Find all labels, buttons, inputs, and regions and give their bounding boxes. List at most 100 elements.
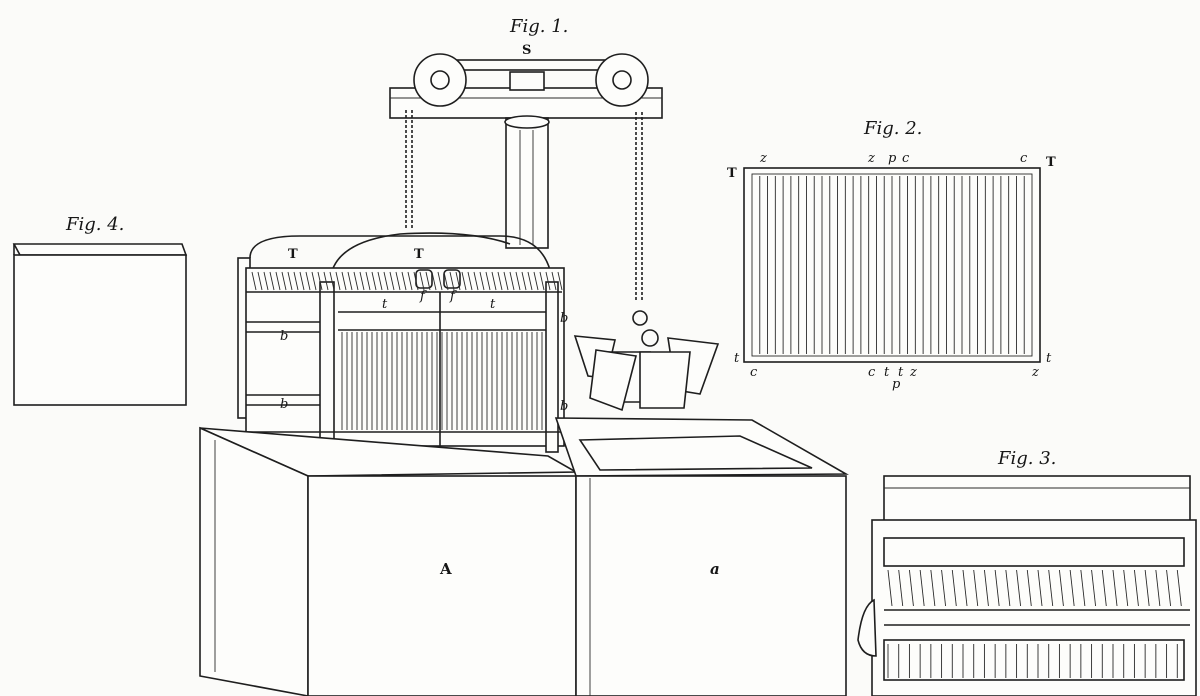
cell-top-hatch-line: [455, 271, 461, 291]
cell-top-hatch-line: [335, 271, 341, 291]
fig3-cell-line: [1176, 569, 1182, 607]
cell-top-hatch-line: [467, 271, 473, 291]
cell-top-hatch-line: [401, 271, 407, 291]
cell-top-hatch-line: [557, 271, 563, 291]
label-b-lower-right: b: [560, 399, 569, 414]
cell-top-hatch-line: [365, 271, 371, 291]
cell-top-hatch-line: [515, 271, 521, 291]
pulley-frame: [389, 53, 663, 249]
cell-top-hatch-line: [389, 271, 395, 291]
fig2-label-z-bottom-right: z: [1032, 365, 1039, 380]
cell-top-hatch-line: [395, 271, 401, 291]
cell-top-hatch-line: [425, 271, 431, 291]
cell-top-hatch-line: [275, 271, 281, 291]
cell-top-hatch-line: [305, 271, 311, 291]
cell-top-hatch-line: [371, 271, 377, 291]
counterweights: [573, 310, 720, 412]
fig3-cell-line: [1144, 569, 1150, 607]
cell-plates: [341, 332, 543, 430]
fig3-cell-line: [1123, 569, 1129, 607]
fig3-cell-line: [1016, 569, 1022, 607]
cell-top-hatch-line: [293, 271, 299, 291]
label-T-left: T: [288, 247, 298, 262]
label-f-left: f: [420, 289, 425, 304]
fig2-label-t-right: t: [1046, 351, 1052, 366]
fig3-cell-line: [1005, 569, 1011, 607]
cell-top-hatch-line: [347, 271, 353, 291]
cell-top-hatch-line: [263, 271, 269, 291]
cell-top-hatch-line: [359, 271, 365, 291]
label-a: a: [710, 560, 720, 578]
fig2-label-c-bottom-mid: c: [868, 365, 876, 380]
cell-top-hatch-line: [479, 271, 485, 291]
cell-top-hatch-line: [545, 271, 551, 291]
fig2-label-t-bottom-mid2: t: [898, 365, 904, 380]
fig3-cell-line: [1080, 569, 1086, 607]
cell-top-hatch-line: [503, 271, 509, 291]
fig3-trough: [857, 475, 1197, 696]
fig3-cell-line: [1026, 569, 1032, 607]
fig3-cell-line: [1048, 569, 1054, 607]
fig3-cell-line: [973, 569, 979, 607]
fig2-label-c-top-mid: c: [902, 151, 910, 166]
fig1-title: Fig. 1.: [510, 16, 569, 37]
fig2-plates: [759, 176, 1025, 354]
tank-A: [199, 426, 579, 696]
fig2-label-T-right: T: [1046, 155, 1056, 170]
fig3-cell-line: [1069, 569, 1075, 607]
cell-top-hatch-line: [461, 271, 467, 291]
fig3-cell-line: [951, 569, 957, 607]
cell-top-hatch: [251, 271, 563, 291]
fig3-cell-line: [1155, 569, 1161, 607]
fig4-title: Fig. 4.: [66, 214, 125, 235]
cell-top-hatch-line: [431, 271, 437, 291]
cell-top-hatch-line: [257, 271, 263, 291]
fig3-cell-line: [1112, 569, 1118, 607]
cell-top-hatch-line: [353, 271, 359, 291]
cell-top-hatch-line: [551, 271, 557, 291]
label-T-center: T: [414, 247, 424, 262]
fig3-cell-line: [930, 569, 936, 607]
cell-top-hatch-line: [491, 271, 497, 291]
cell-top-hatch-line: [269, 271, 275, 291]
cell-top-hatch-line: [473, 271, 479, 291]
fig3-cell-line: [1037, 569, 1043, 607]
cell-top-hatch-line: [437, 271, 443, 291]
cell-top-hatch-line: [341, 271, 347, 291]
label-f-right: f: [450, 289, 455, 304]
fig3-cell-line: [887, 569, 893, 607]
cell-frame: [237, 232, 565, 459]
fig3-cell-line: [994, 569, 1000, 607]
fig3-cell-line: [898, 569, 904, 607]
fig2-label-p-top: p: [888, 151, 897, 166]
fig3-cell-line: [1091, 569, 1097, 607]
label-A: A: [440, 560, 452, 578]
cell-top-hatch-line: [485, 271, 491, 291]
cell-top-hatch-line: [407, 271, 413, 291]
label-b-lower-left: b: [280, 397, 289, 412]
cell-top-hatch-line: [299, 271, 305, 291]
cell-top-hatch-line: [533, 271, 539, 291]
cell-top-hatch-line: [527, 271, 533, 291]
fig2-label-t-left: t: [734, 351, 740, 366]
cell-top-hatch-line: [413, 271, 419, 291]
cell-top-hatch-line: [317, 271, 323, 291]
fig2-label-p-bottom: p: [892, 377, 901, 392]
fig3-cell-line: [1058, 569, 1064, 607]
cell-top-hatch-line: [443, 271, 449, 291]
label-S: S: [522, 43, 532, 58]
fig3-cell-line: [1101, 569, 1107, 607]
cell-top-hatch-line: [311, 271, 317, 291]
fig3-title: Fig. 3.: [998, 448, 1057, 469]
cell-top-hatch-line: [509, 271, 515, 291]
fig3-cell-line: [1166, 569, 1172, 607]
cell-top-hatch-line: [419, 271, 425, 291]
cell-top-hatch-line: [281, 271, 287, 291]
ropes: [405, 110, 643, 300]
cell-top-hatch-line: [287, 271, 293, 291]
fig4-box: [12, 243, 188, 406]
fig3-cell-line: [983, 569, 989, 607]
label-t-right: t: [490, 297, 496, 312]
label-b-upper-right: b: [560, 311, 569, 326]
